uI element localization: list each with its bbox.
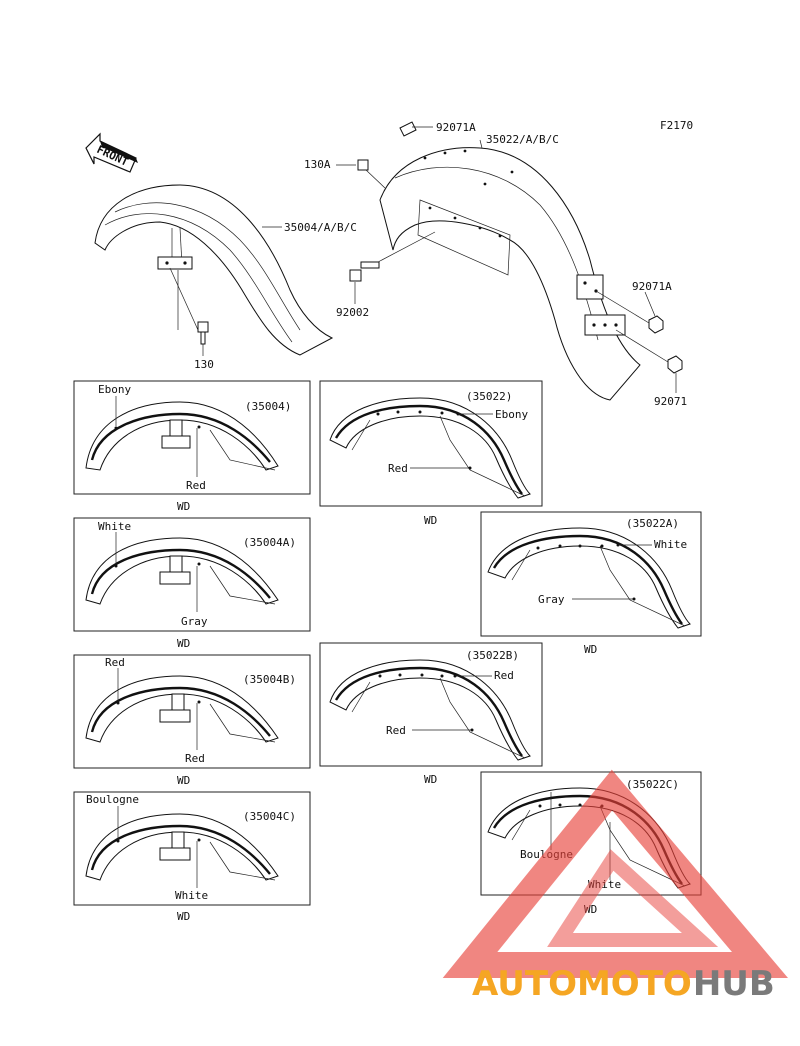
watermark-logo [442, 769, 789, 978]
panel-code: (35022B) [466, 649, 519, 662]
nut-icon [615, 329, 683, 374]
panel-35004B: (35004B) Red Red WD [73, 654, 311, 787]
bolt-mid-part-number: 92002 [336, 306, 369, 319]
rear-fender-drawing [379, 147, 641, 401]
panel-caption: WD [424, 514, 437, 527]
bolt-icon [349, 231, 436, 282]
panel-top-color: Boulogne [86, 793, 139, 806]
panel-bottom-color: Gray [181, 615, 208, 628]
panel-top-color: White [654, 538, 687, 551]
watermark-text: AUTOMOTO HUB [472, 964, 775, 1004]
panel-caption: WD [177, 910, 190, 923]
panel-caption: WD [177, 500, 190, 513]
nut-icon [595, 290, 664, 334]
panel-bottom-color: Red [386, 724, 406, 737]
front-fender-drawing [94, 184, 334, 356]
bolt-icon [197, 321, 209, 345]
panel-bottom-color: Red [185, 752, 205, 765]
clip-icon [399, 121, 417, 137]
panel-35022A: (35022A) White Gray WD [480, 511, 702, 656]
panel-code: (35004A) [243, 536, 296, 549]
panel-code: (35022C) [626, 778, 679, 791]
panel-code: (35022A) [626, 517, 679, 530]
bolt-rear-part-number: 130A [304, 158, 331, 171]
front-arrow-icon: FRONT [85, 132, 138, 173]
watermark-part2: HUB [693, 964, 775, 1004]
nut-lower-part-number: 92071 [654, 395, 687, 408]
panel-bottom-color: White [175, 889, 208, 902]
clip-part-number: 92071A [436, 121, 476, 134]
front-fender-part-number: 35004/A/B/C [284, 221, 357, 234]
panel-35022B: (35022B) Red Red WD [319, 642, 543, 786]
panel-35004A: (35004A) White Gray WD [73, 517, 311, 650]
panel-code: (35004) [245, 400, 291, 413]
bolt-icon [357, 159, 386, 189]
panel-35004C: (35004C) Boulogne White WD [73, 791, 311, 923]
rear-fender-part-number: 35022/A/B/C [486, 133, 559, 146]
panel-code: (35004C) [243, 810, 296, 823]
panel-top-color: White [98, 520, 131, 533]
panel-bottom-color: Gray [538, 593, 565, 606]
nut-side-part-number: 92071A [632, 280, 672, 293]
panel-caption: WD [177, 774, 190, 787]
bolt-front-part-number: 130 [194, 358, 214, 371]
panel-code: (35004B) [243, 673, 296, 686]
panel-top-color: Ebony [495, 408, 528, 421]
panel-35022: (35022) Ebony Red WD [319, 380, 543, 527]
panel-code: (35022) [466, 390, 512, 403]
panel-top-color: Red [494, 669, 514, 682]
panel-caption: WD [584, 643, 597, 656]
panel-top-color: Red [105, 656, 125, 669]
watermark-part1: AUTOMOTO [472, 964, 692, 1004]
panel-bottom-color: Red [186, 479, 206, 492]
panel-top-color: Ebony [98, 383, 131, 396]
panel-caption: WD [177, 637, 190, 650]
panel-caption: WD [424, 773, 437, 786]
panel-bottom-color: Red [388, 462, 408, 475]
figure-code: F2170 [660, 119, 693, 132]
panel-35004: (35004) Ebony Red WD [73, 380, 311, 513]
